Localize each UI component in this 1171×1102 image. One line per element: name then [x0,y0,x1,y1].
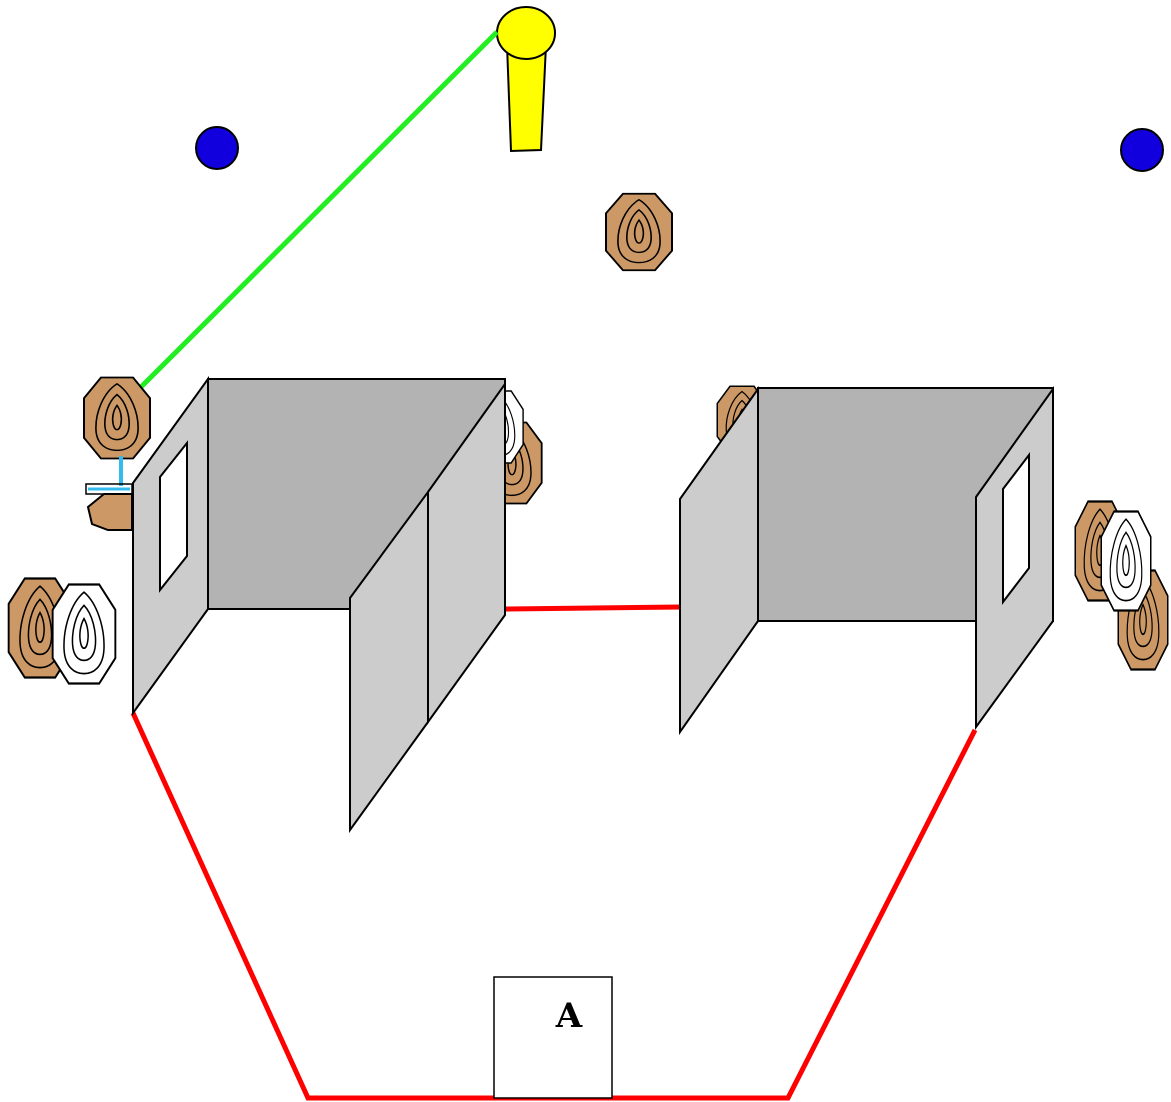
right-bay [679,385,1054,736]
wall-side-left [679,385,759,736]
wall-door [349,488,429,834]
port-window [1002,452,1030,605]
start-box-label: A [555,996,583,1036]
start-box: A [493,976,613,1099]
fault-line [504,604,683,612]
barrel-icon [195,126,239,170]
swinger-icon [85,456,133,531]
barrel-icon [1120,128,1164,172]
no-shoot-target-icon [51,583,117,685]
paper-target-icon [605,192,673,272]
left-bay [132,375,506,834]
port-window [159,440,188,593]
popper-icon [496,6,556,153]
paper-target-icon [83,376,151,460]
activator-line [136,30,499,392]
no-shoot-target-icon [1100,510,1152,612]
